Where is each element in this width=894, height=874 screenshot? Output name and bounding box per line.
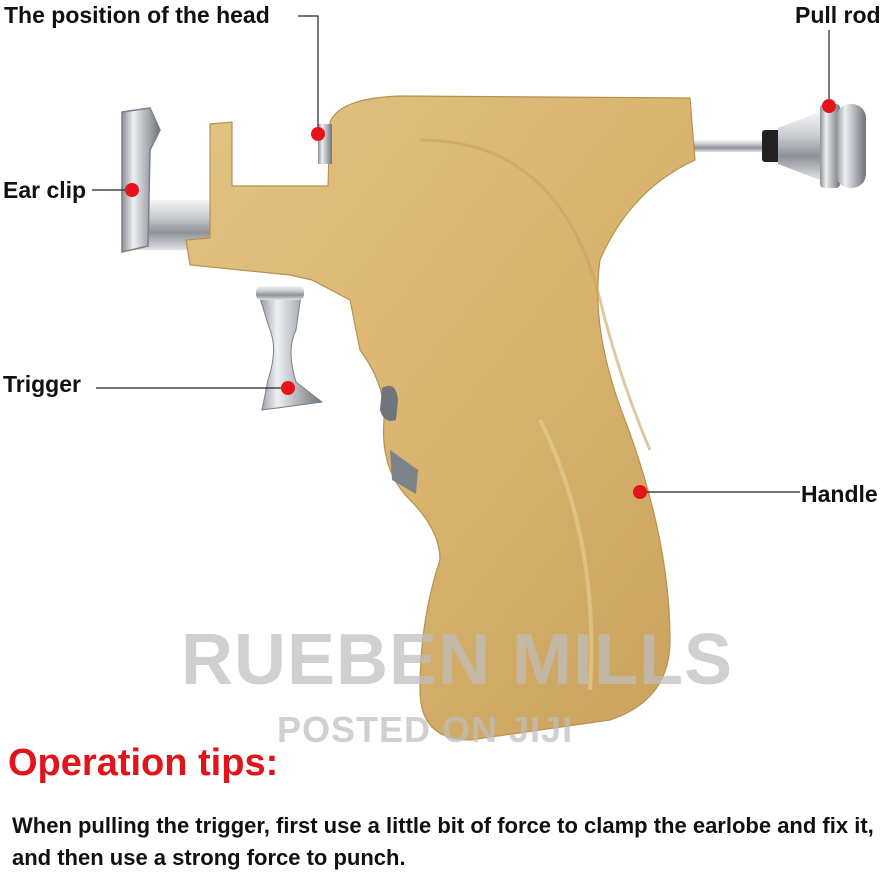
label-trigger: Trigger	[3, 371, 81, 397]
pull-rod-marker	[822, 99, 836, 113]
marker-dots	[125, 99, 836, 499]
grip-contour	[419, 138, 652, 451]
ear-clip-marker	[125, 183, 139, 197]
watermark-name: RUEBEN MILLS	[181, 620, 733, 700]
handle-marker	[633, 485, 647, 499]
label-head-position: The position of the head	[4, 2, 270, 28]
label-pull-rod: Pull rod	[795, 2, 881, 28]
trigger	[256, 286, 324, 411]
head-marker	[311, 127, 325, 141]
gun-body	[185, 95, 696, 741]
tips-body: When pulling the trigger, first use a li…	[12, 813, 874, 870]
label-ear-clip: Ear clip	[3, 177, 87, 203]
trigger-marker	[281, 381, 295, 395]
label-handle: Handle	[801, 481, 878, 507]
mechanism	[390, 450, 418, 494]
watermark-posted: POSTED ON JIJI	[277, 709, 574, 750]
tips-title: Operation tips:	[8, 742, 279, 784]
pull-rod	[690, 104, 866, 188]
mechanism	[380, 385, 398, 421]
grip-contour	[538, 419, 594, 691]
